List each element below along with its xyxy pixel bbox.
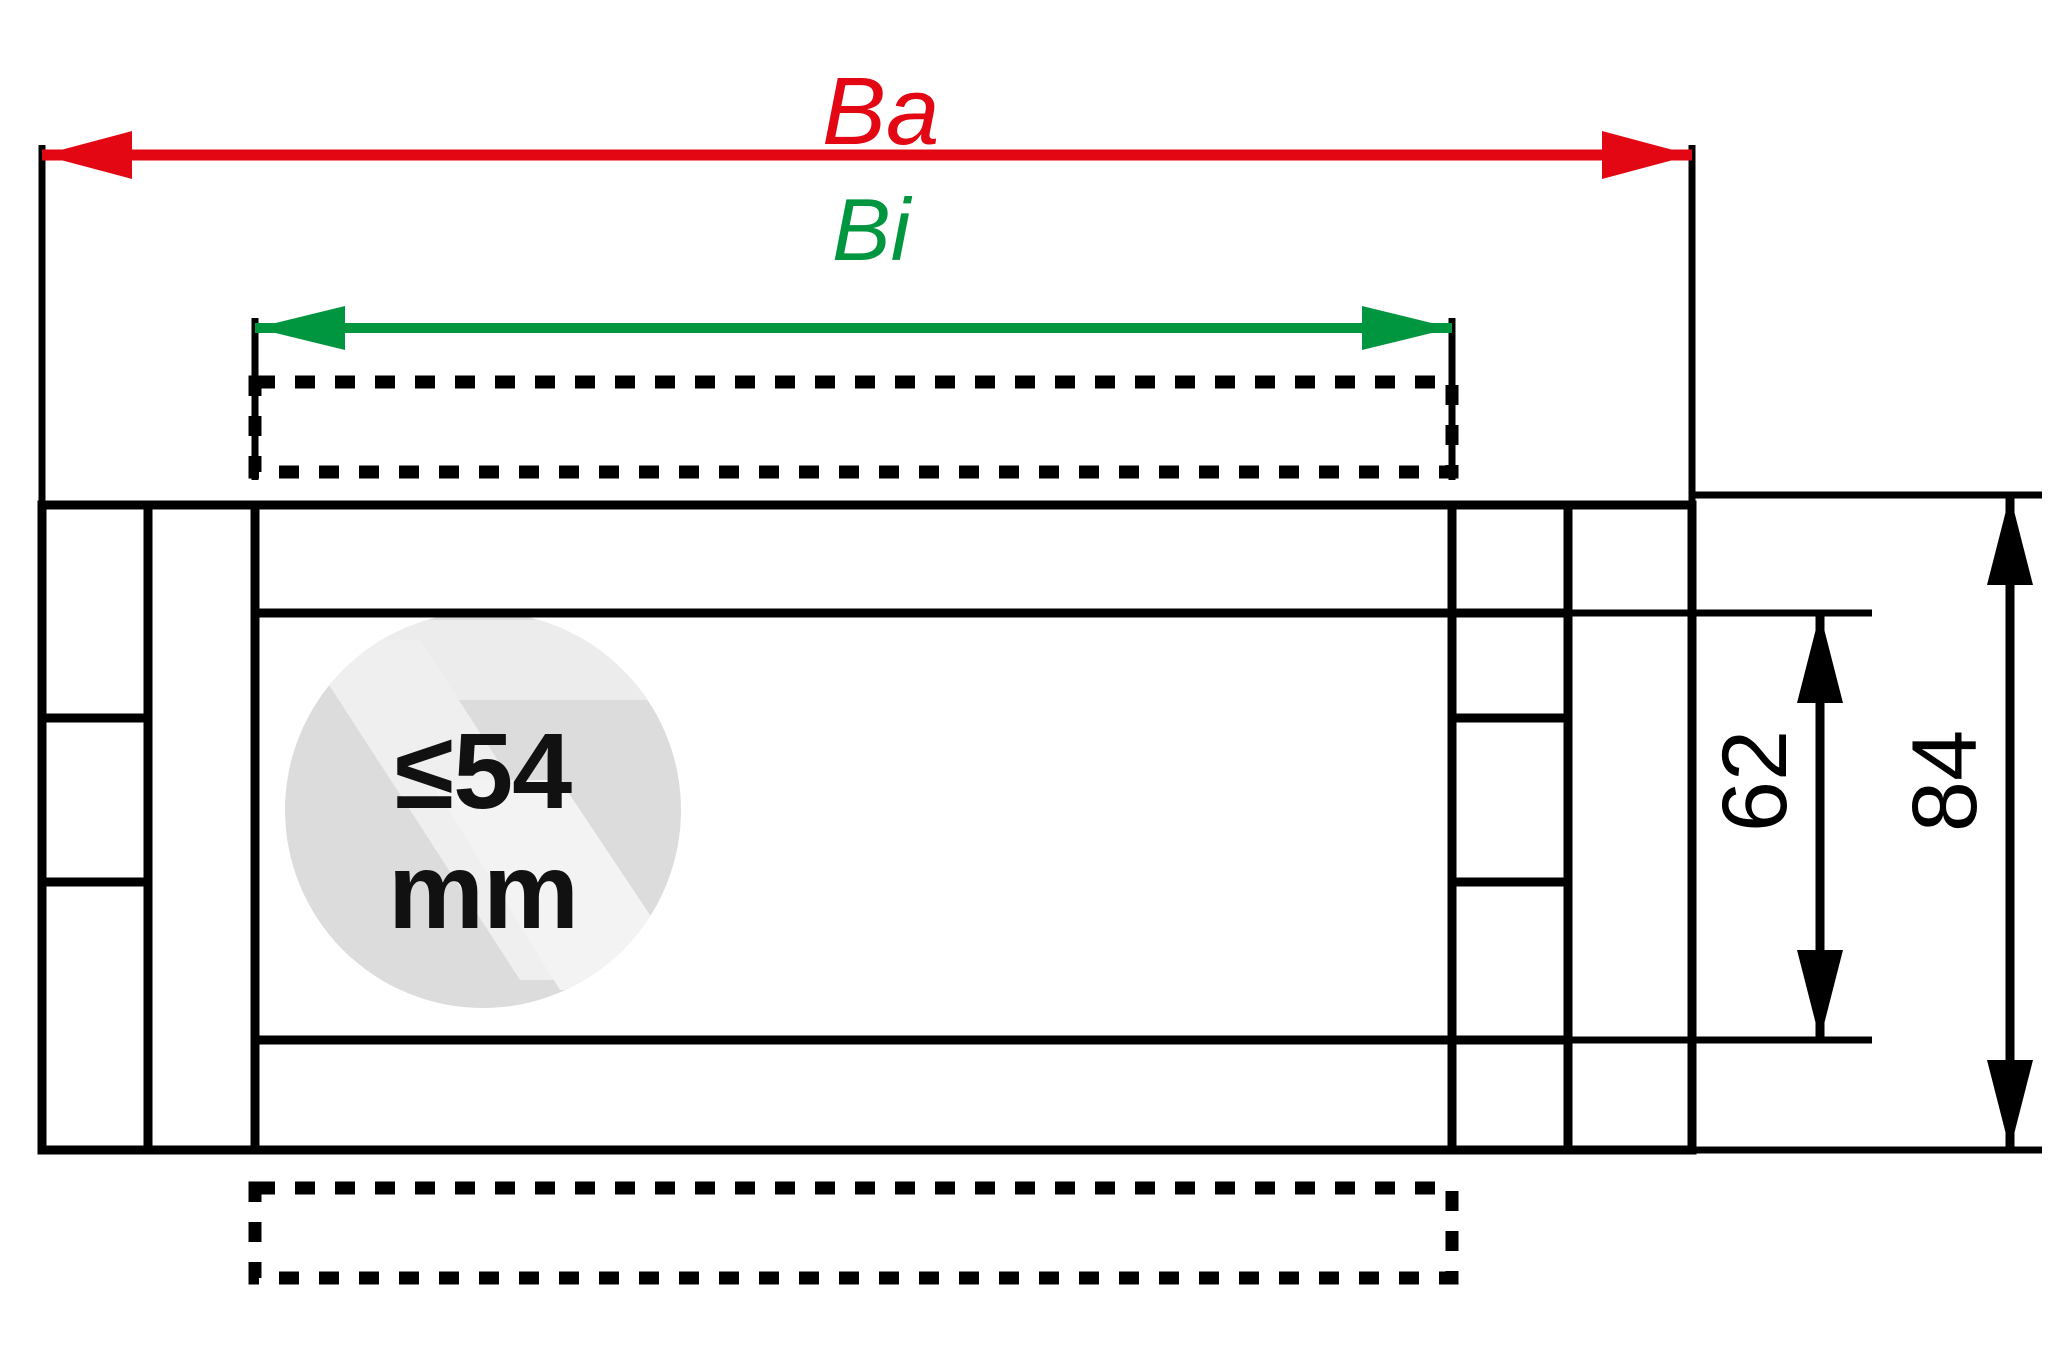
outer-height-dimension-graphic — [1692, 491, 2042, 1154]
inner-height-dimension-graphic — [1568, 609, 1872, 1044]
outer-height-label: 84 — [1894, 729, 1996, 833]
badge-value-label: ≤54 — [394, 710, 572, 831]
inner-width-dimension-graphic — [251, 306, 1456, 480]
outer-width-label: Ba — [822, 58, 940, 165]
inner-height-label: 62 — [1704, 729, 1806, 833]
top-dashed-outline — [248, 375, 1459, 479]
bottom-dashed-outline — [248, 1181, 1459, 1285]
outer-width-dimension-graphic — [38, 131, 1696, 520]
duct-profile — [37, 500, 1697, 1155]
badge-unit-label: mm — [387, 830, 579, 951]
max-thickness-badge-graphic — [285, 612, 681, 1008]
inner-width-label: Bi — [832, 180, 911, 279]
